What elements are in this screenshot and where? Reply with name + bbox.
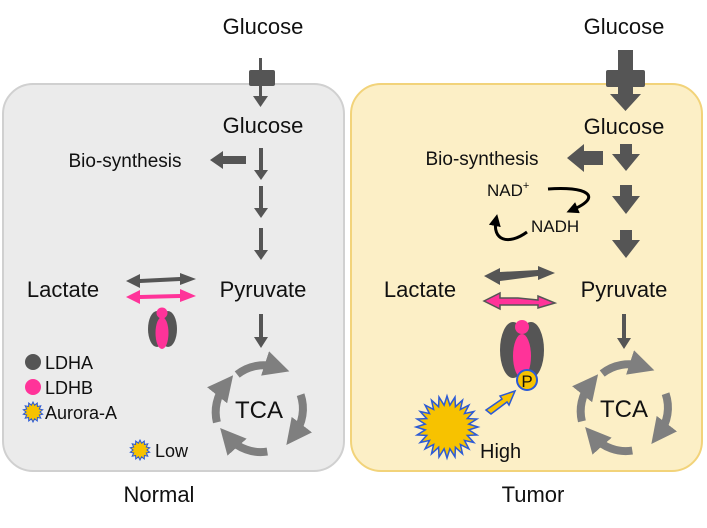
tumor-lactate-label: Lactate xyxy=(384,277,456,302)
legend: LDHA LDHB Aurora-A xyxy=(22,353,117,424)
normal-ldhb-reaction-arrow xyxy=(126,289,196,304)
tumor-aurora-activation-arrow xyxy=(484,389,517,415)
normal-glucose-transporter xyxy=(249,58,275,107)
tumor-nad-label: NAD+ xyxy=(487,180,529,200)
tumor-biosynthesis-arrow xyxy=(567,144,603,172)
legend-ldhb-swatch xyxy=(25,379,41,395)
tumor-glycolysis-arrows xyxy=(612,144,640,258)
legend-ldha-swatch xyxy=(25,354,41,370)
normal-ldha-reaction-arrow xyxy=(126,273,196,288)
normal-tca-cycle xyxy=(207,351,313,457)
tumor-nadh-label: NADH xyxy=(531,217,579,236)
tumor-cell: Glucose Glucose Bio-synthesis NAD+ NADH … xyxy=(350,14,703,507)
tumor-caption: Tumor xyxy=(502,482,565,507)
normal-glycolysis-arrows xyxy=(254,148,268,260)
normal-biosynthesis-arrow xyxy=(210,151,246,169)
legend-ldha-label: LDHA xyxy=(45,353,93,373)
normal-glucose-inside: Glucose xyxy=(223,113,304,138)
normal-caption: Normal xyxy=(124,482,195,507)
tumor-phospho-badge xyxy=(516,369,538,391)
tumor-glucose-transporter xyxy=(606,50,645,111)
normal-aurora-low-icon xyxy=(129,438,151,462)
normal-ldh-enzyme xyxy=(148,307,177,349)
normal-aurora-level-label: Low xyxy=(155,441,189,461)
tumor-nad-to-nadh-arrow xyxy=(547,186,590,214)
tumor-glucose-inside: Glucose xyxy=(584,114,665,139)
normal-biosynthesis-label: Bio-synthesis xyxy=(69,151,182,172)
tumor-tca-cycle xyxy=(572,350,678,456)
tumor-biosynthesis-label: Bio-synthesis xyxy=(426,149,539,170)
tumor-nadh-to-lactate-arrow xyxy=(488,214,528,242)
normal-lactate-label: Lactate xyxy=(27,277,99,302)
tumor-tca-label: TCA xyxy=(600,396,648,423)
normal-pyruvate-tca-arrow xyxy=(254,314,268,348)
tumor-glucose-outside: Glucose xyxy=(584,14,665,39)
tumor-pyruvate-tca-arrow xyxy=(617,314,631,349)
tumor-pyruvate-label: Pyruvate xyxy=(581,277,668,302)
normal-pyruvate-label: Pyruvate xyxy=(220,277,307,302)
normal-cell: Glucose Glucose Bio-synthesis Lactate Py… xyxy=(2,14,345,507)
legend-ldhb-label: LDHB xyxy=(45,378,93,398)
tumor-aurora-level-label: High xyxy=(480,441,521,463)
legend-aurora-label: Aurora-A xyxy=(45,403,117,423)
tumor-aurora-high-icon xyxy=(413,393,481,461)
tumor-ldhb-reaction-arrow xyxy=(482,291,558,311)
tumor-ldh-enzyme xyxy=(500,320,544,378)
normal-tca-label: TCA xyxy=(235,397,283,424)
tumor-ldha-reaction-arrow xyxy=(484,266,555,285)
normal-glucose-outside: Glucose xyxy=(223,14,304,39)
legend-aurora-swatch xyxy=(22,400,44,424)
tumor-phospho-label: P xyxy=(521,372,532,391)
